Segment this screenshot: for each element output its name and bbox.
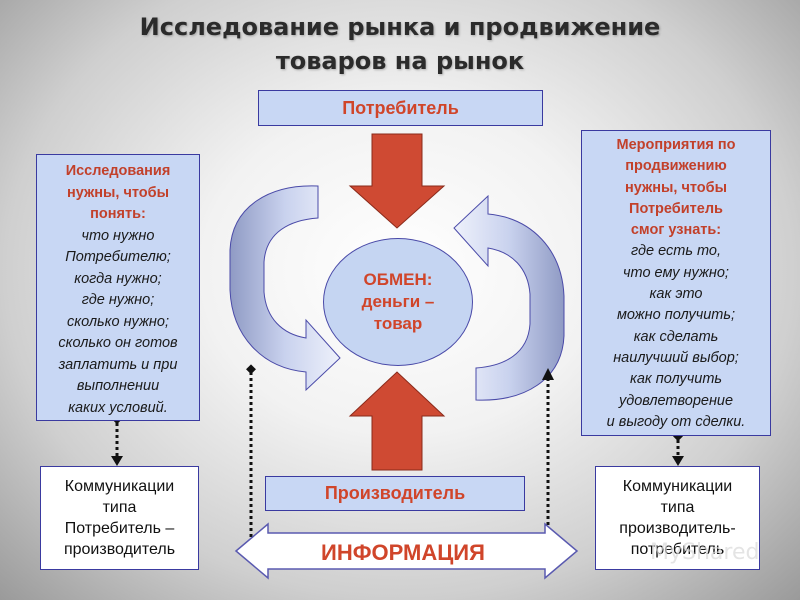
research-item: каких условий. <box>68 399 168 416</box>
promotion-item: наилучший выбор; <box>613 349 739 366</box>
promotion-item: как сделать <box>633 328 719 345</box>
promotion-item: что ему нужно; <box>623 264 729 281</box>
producer-consumer-comm-box: Коммуникации типа производитель- потреби… <box>595 466 760 570</box>
research-head-1: Исследования <box>65 163 171 179</box>
promotion-item: и выгоду от сделки. <box>606 413 746 430</box>
comm-line: Коммуникации <box>622 478 733 495</box>
exchange-line-1: ОБМЕН: <box>363 270 433 289</box>
title-line-2: товаров на рынок <box>275 47 525 75</box>
right-connector <box>672 431 684 466</box>
left-connector <box>111 414 123 466</box>
title-line-1: Исследование рынка и продвижение <box>139 13 661 41</box>
consumer-label: Потребитель <box>342 97 459 118</box>
research-item: где нужно; <box>81 292 155 308</box>
research-item: Потребителю; <box>65 249 171 265</box>
promotion-head-2: продвижению <box>625 158 727 175</box>
promotion-item: как получить <box>629 371 723 388</box>
research-item: что нужно <box>81 227 155 244</box>
research-item: сколько он готов <box>58 335 178 351</box>
comm-line: производитель- <box>619 520 736 537</box>
promotion-head-5: смог узнать: <box>630 222 722 239</box>
producer-up-arrow <box>348 371 446 471</box>
comm-line: типа <box>102 499 137 516</box>
producer-box: Производитель <box>265 476 525 511</box>
research-head-2: нужны, чтобы <box>66 184 169 201</box>
research-item: заплатить и при <box>58 356 178 373</box>
comm-line: Коммуникации <box>64 478 175 495</box>
comm-line: типа <box>660 499 695 516</box>
promotion-head-4: Потребитель <box>629 200 723 217</box>
research-item: выполнении <box>76 378 160 394</box>
promotion-head-1: Мероприятия по <box>616 137 736 153</box>
information-arrow <box>234 522 579 580</box>
research-box: Исследования нужны, чтобы понять: что ну… <box>36 154 200 421</box>
left-cycle-arrow <box>229 185 341 392</box>
comm-line: производитель <box>63 541 176 558</box>
consumer-down-arrow <box>348 133 446 229</box>
promotion-item: можно получить; <box>616 307 736 324</box>
page-title: Исследование рынка и продвижение товаров… <box>0 10 800 78</box>
research-item: когда нужно; <box>74 270 162 287</box>
research-item: сколько нужно; <box>66 313 170 330</box>
right-cycle-arrow <box>453 194 565 401</box>
promotion-box: Мероприятия по продвижению нужны, чтобы … <box>581 130 771 436</box>
left-info-connector <box>245 364 257 555</box>
comm-line: потребитель <box>630 541 725 558</box>
exchange-circle: ОБМЕН: деньги – товар <box>323 238 473 366</box>
promotion-item: где есть то, <box>631 243 721 260</box>
consumer-box: Потребитель <box>258 90 543 126</box>
exchange-line-3: товар <box>373 314 423 333</box>
consumer-producer-comm-box: Коммуникации типа Потребитель – производ… <box>40 466 199 570</box>
exchange-line-2: деньги – <box>361 292 435 311</box>
producer-label: Производитель <box>324 483 466 503</box>
research-head-3: понять: <box>90 206 146 222</box>
watermark: MyShared <box>650 540 760 565</box>
promotion-item: как это <box>649 286 703 303</box>
information-label: ИНФОРМАЦИЯ <box>321 540 485 565</box>
comm-line: Потребитель – <box>64 520 175 537</box>
promotion-head-3: нужны, чтобы <box>624 179 727 196</box>
promotion-item: удовлетворение <box>618 392 734 409</box>
